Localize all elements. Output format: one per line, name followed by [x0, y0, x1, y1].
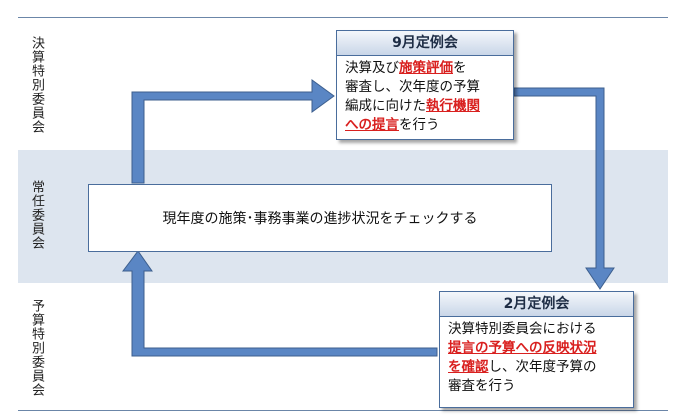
september-text: 編成に向けた: [345, 98, 426, 114]
february-line: 審査を行う: [448, 377, 625, 396]
february-line: を確認し、次年度予算の: [448, 358, 625, 377]
row-label-standing: 常任委員会: [29, 180, 44, 250]
february-line: 決算特別委員会における: [448, 320, 625, 339]
february-session-description: 決算特別委員会における提言の予算への反映状況を確認し、次年度予算の審査を行う: [440, 317, 633, 396]
september-line: 審査し、次年度の予算: [345, 78, 505, 97]
top-rule: [18, 17, 668, 18]
september-session-title: 9月定例会: [337, 31, 513, 56]
september-line: への提言を行う: [345, 116, 505, 135]
september-text: 決算及び: [345, 60, 399, 76]
september-session-box: 9月定例会 決算及び施策評価を審査し、次年度の予算編成に向けた執行機関への提言を…: [336, 30, 514, 140]
row-label-settlement: 決算特別委員会: [29, 36, 44, 134]
september-text: 審査し、次年度の予算: [345, 79, 480, 95]
february-session-title: 2月定例会: [440, 292, 633, 317]
september-highlight-text: 施策評価: [399, 60, 453, 76]
february-highlight-text: 提言の予算への反映状況: [448, 340, 597, 356]
september-text: を行う: [399, 117, 440, 133]
september-line: 決算及び施策評価を: [345, 59, 505, 78]
february-highlight-text: を確認: [448, 359, 489, 375]
february-text: し、次年度予算の: [488, 359, 597, 375]
september-line: 編成に向けた執行機関: [345, 97, 505, 116]
arrow-to-september: [131, 79, 335, 184]
september-text: を: [453, 60, 467, 76]
february-session-box: 2月定例会 決算特別委員会における提言の予算への反映状況を確認し、次年度予算の審…: [439, 291, 634, 408]
progress-check-box: 現年度の施策･事務事業の進捗状況をチェックする: [88, 184, 552, 252]
september-highlight-text: 執行機関: [426, 98, 480, 114]
row-label-budget: 予算特別委員会: [29, 298, 44, 397]
arrow-to-february: [513, 87, 615, 290]
february-text: 決算特別委員会における: [448, 321, 597, 337]
progress-check-text: 現年度の施策･事務事業の進捗状況をチェックする: [162, 211, 478, 227]
september-session-description: 決算及び施策評価を審査し、次年度の予算編成に向けた執行機関への提言を行う: [337, 56, 513, 135]
september-highlight-text: への提言: [345, 117, 399, 133]
february-text: 審査を行う: [448, 378, 516, 394]
february-line: 提言の予算への反映状況: [448, 339, 625, 358]
arrow-to-center: [122, 250, 438, 357]
bottom-rule: [18, 410, 668, 411]
